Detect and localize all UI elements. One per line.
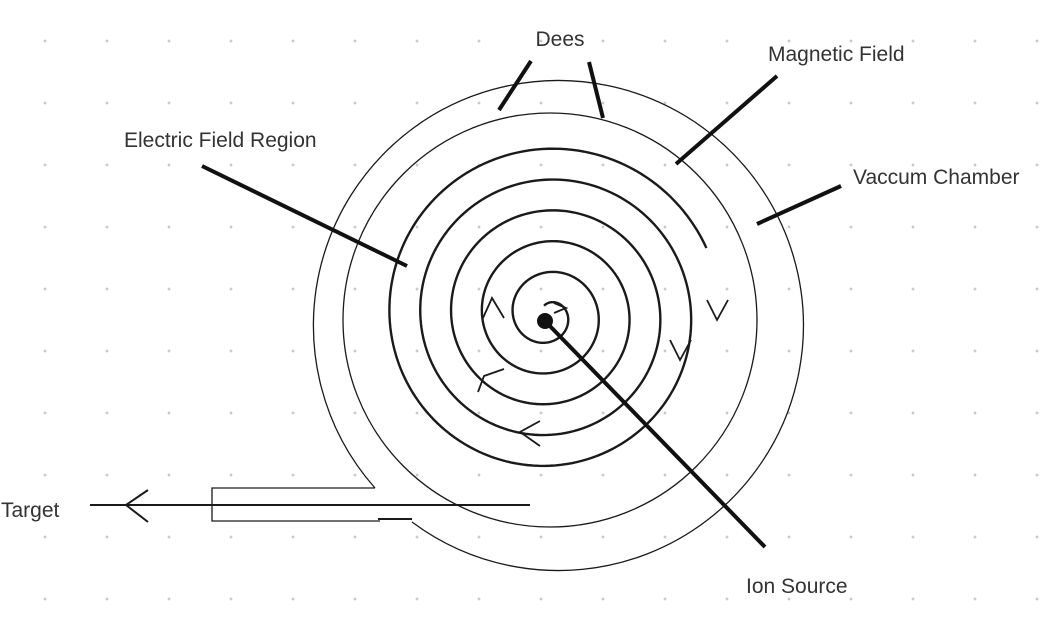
electric-field-region-label: Electric Field Region: [124, 129, 317, 152]
ion-source-label: Ion Source: [746, 575, 848, 598]
electric-field-leader: [201, 164, 408, 268]
spiral-direction-arrow: [477, 368, 505, 393]
spiral-direction-arrow: [518, 420, 541, 447]
vacuum-chamber-label: Vaccum Chamber: [853, 166, 1020, 189]
vacuum-chamber-leader: [756, 184, 842, 226]
magnetic-field-leader: [674, 74, 779, 166]
spiral-direction-arrow: [482, 296, 505, 319]
ion-source-leader: [543, 319, 767, 549]
dees-boundary-circle: [342, 112, 758, 528]
target-label: Target: [1, 499, 60, 522]
spiral-direction-arrow: [706, 299, 729, 322]
dees-leader-right: [587, 61, 605, 119]
spiral-direction-arrow: [553, 302, 569, 314]
particle-spiral-path: [388, 147, 708, 468]
vacuum-chamber-outline: [312, 79, 805, 572]
dees-label: Dees: [535, 28, 584, 51]
magnetic-field-label: Magnetic Field: [768, 43, 905, 66]
dees-leader-left: [497, 59, 533, 112]
target-arrowhead: [124, 489, 149, 523]
spiral-direction-arrow: [669, 339, 692, 362]
